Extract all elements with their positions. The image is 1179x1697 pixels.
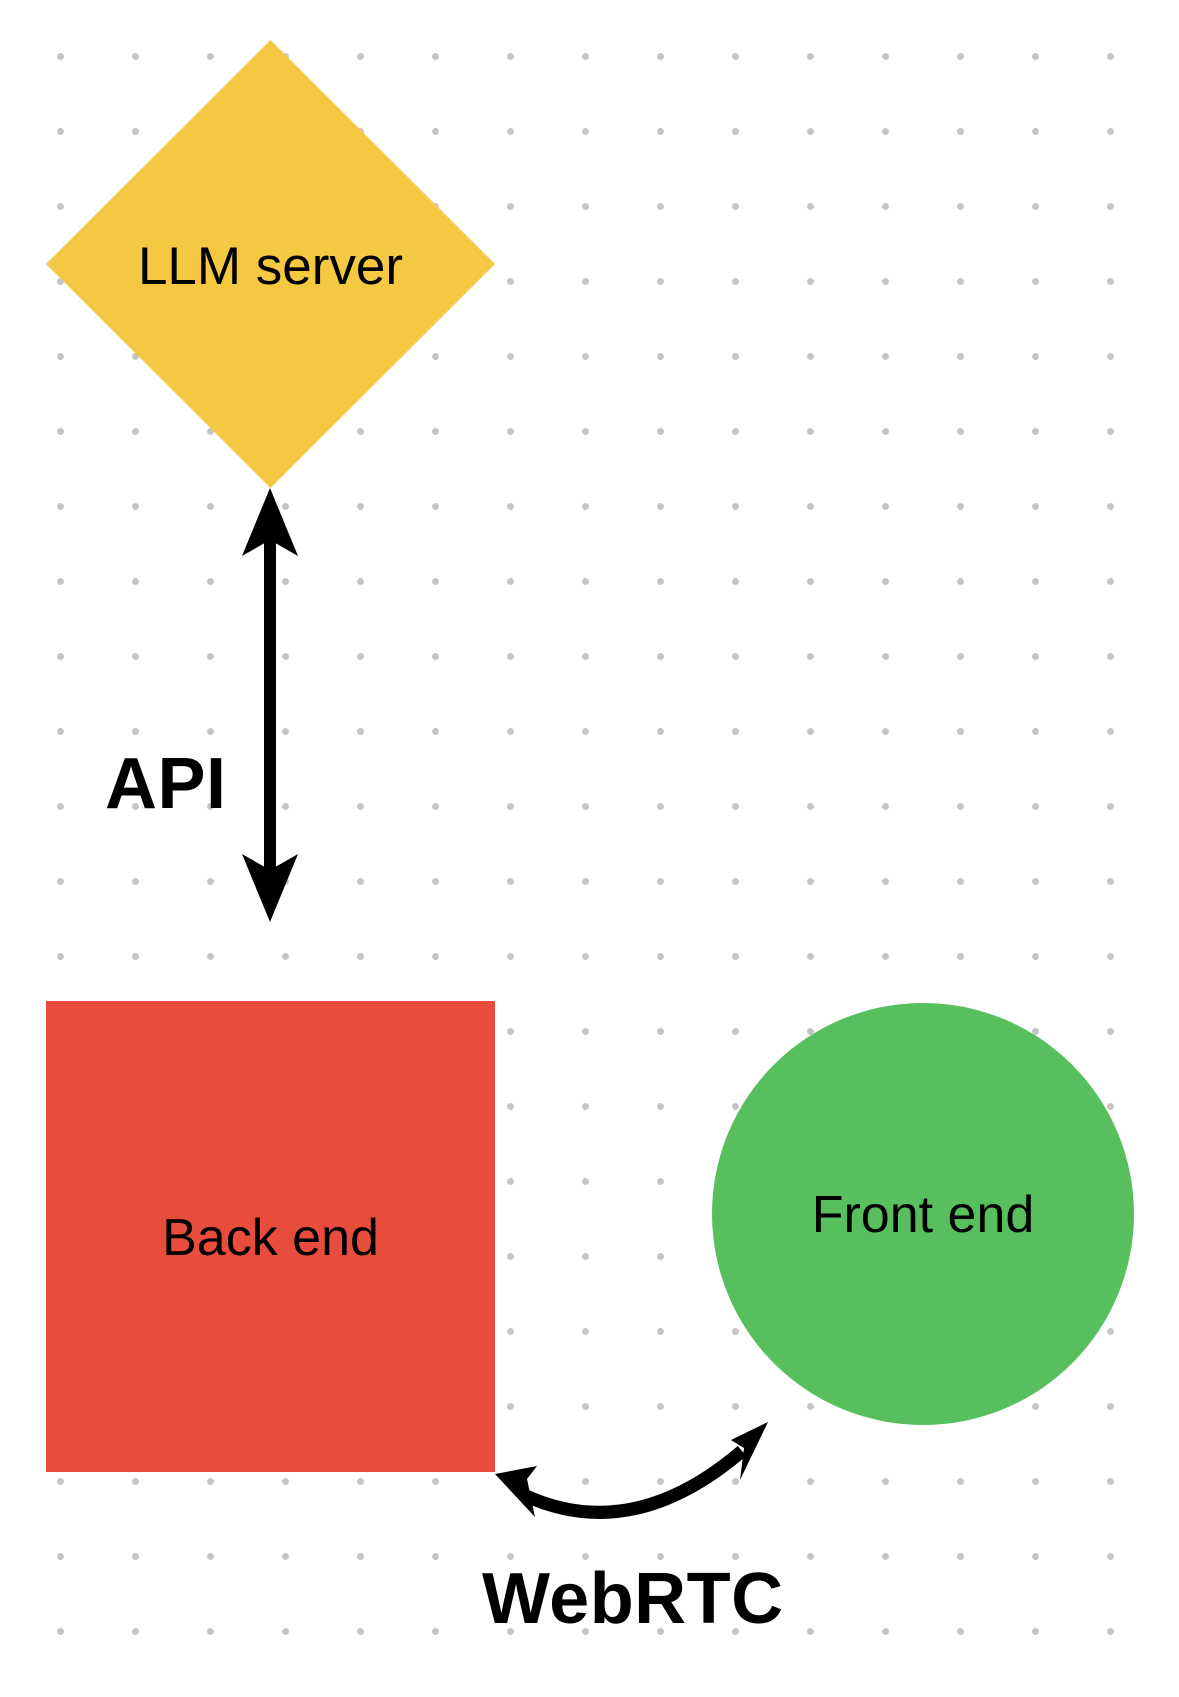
webrtc-connector-curve: [521, 1446, 747, 1519]
node-back-end[interactable]: Back end: [46, 1001, 495, 1472]
node-llm-server[interactable]: LLM server: [46, 40, 495, 488]
diamond-shape: [46, 40, 495, 488]
circle-shape: [712, 1003, 1134, 1425]
square-shape: [46, 1001, 495, 1472]
api-connector[interactable]: [242, 488, 298, 922]
webrtc-connector[interactable]: [495, 1422, 768, 1519]
webrtc-arrowhead-right: [731, 1422, 768, 1480]
node-front-end[interactable]: Front end: [712, 1003, 1134, 1425]
api-arrowhead-down: [242, 854, 298, 922]
api-arrowhead-up: [242, 488, 298, 556]
edge-label-webrtc: WebRTC: [482, 1559, 784, 1639]
edge-label-api: API: [105, 744, 227, 824]
webrtc-arrowhead-left: [495, 1466, 537, 1517]
